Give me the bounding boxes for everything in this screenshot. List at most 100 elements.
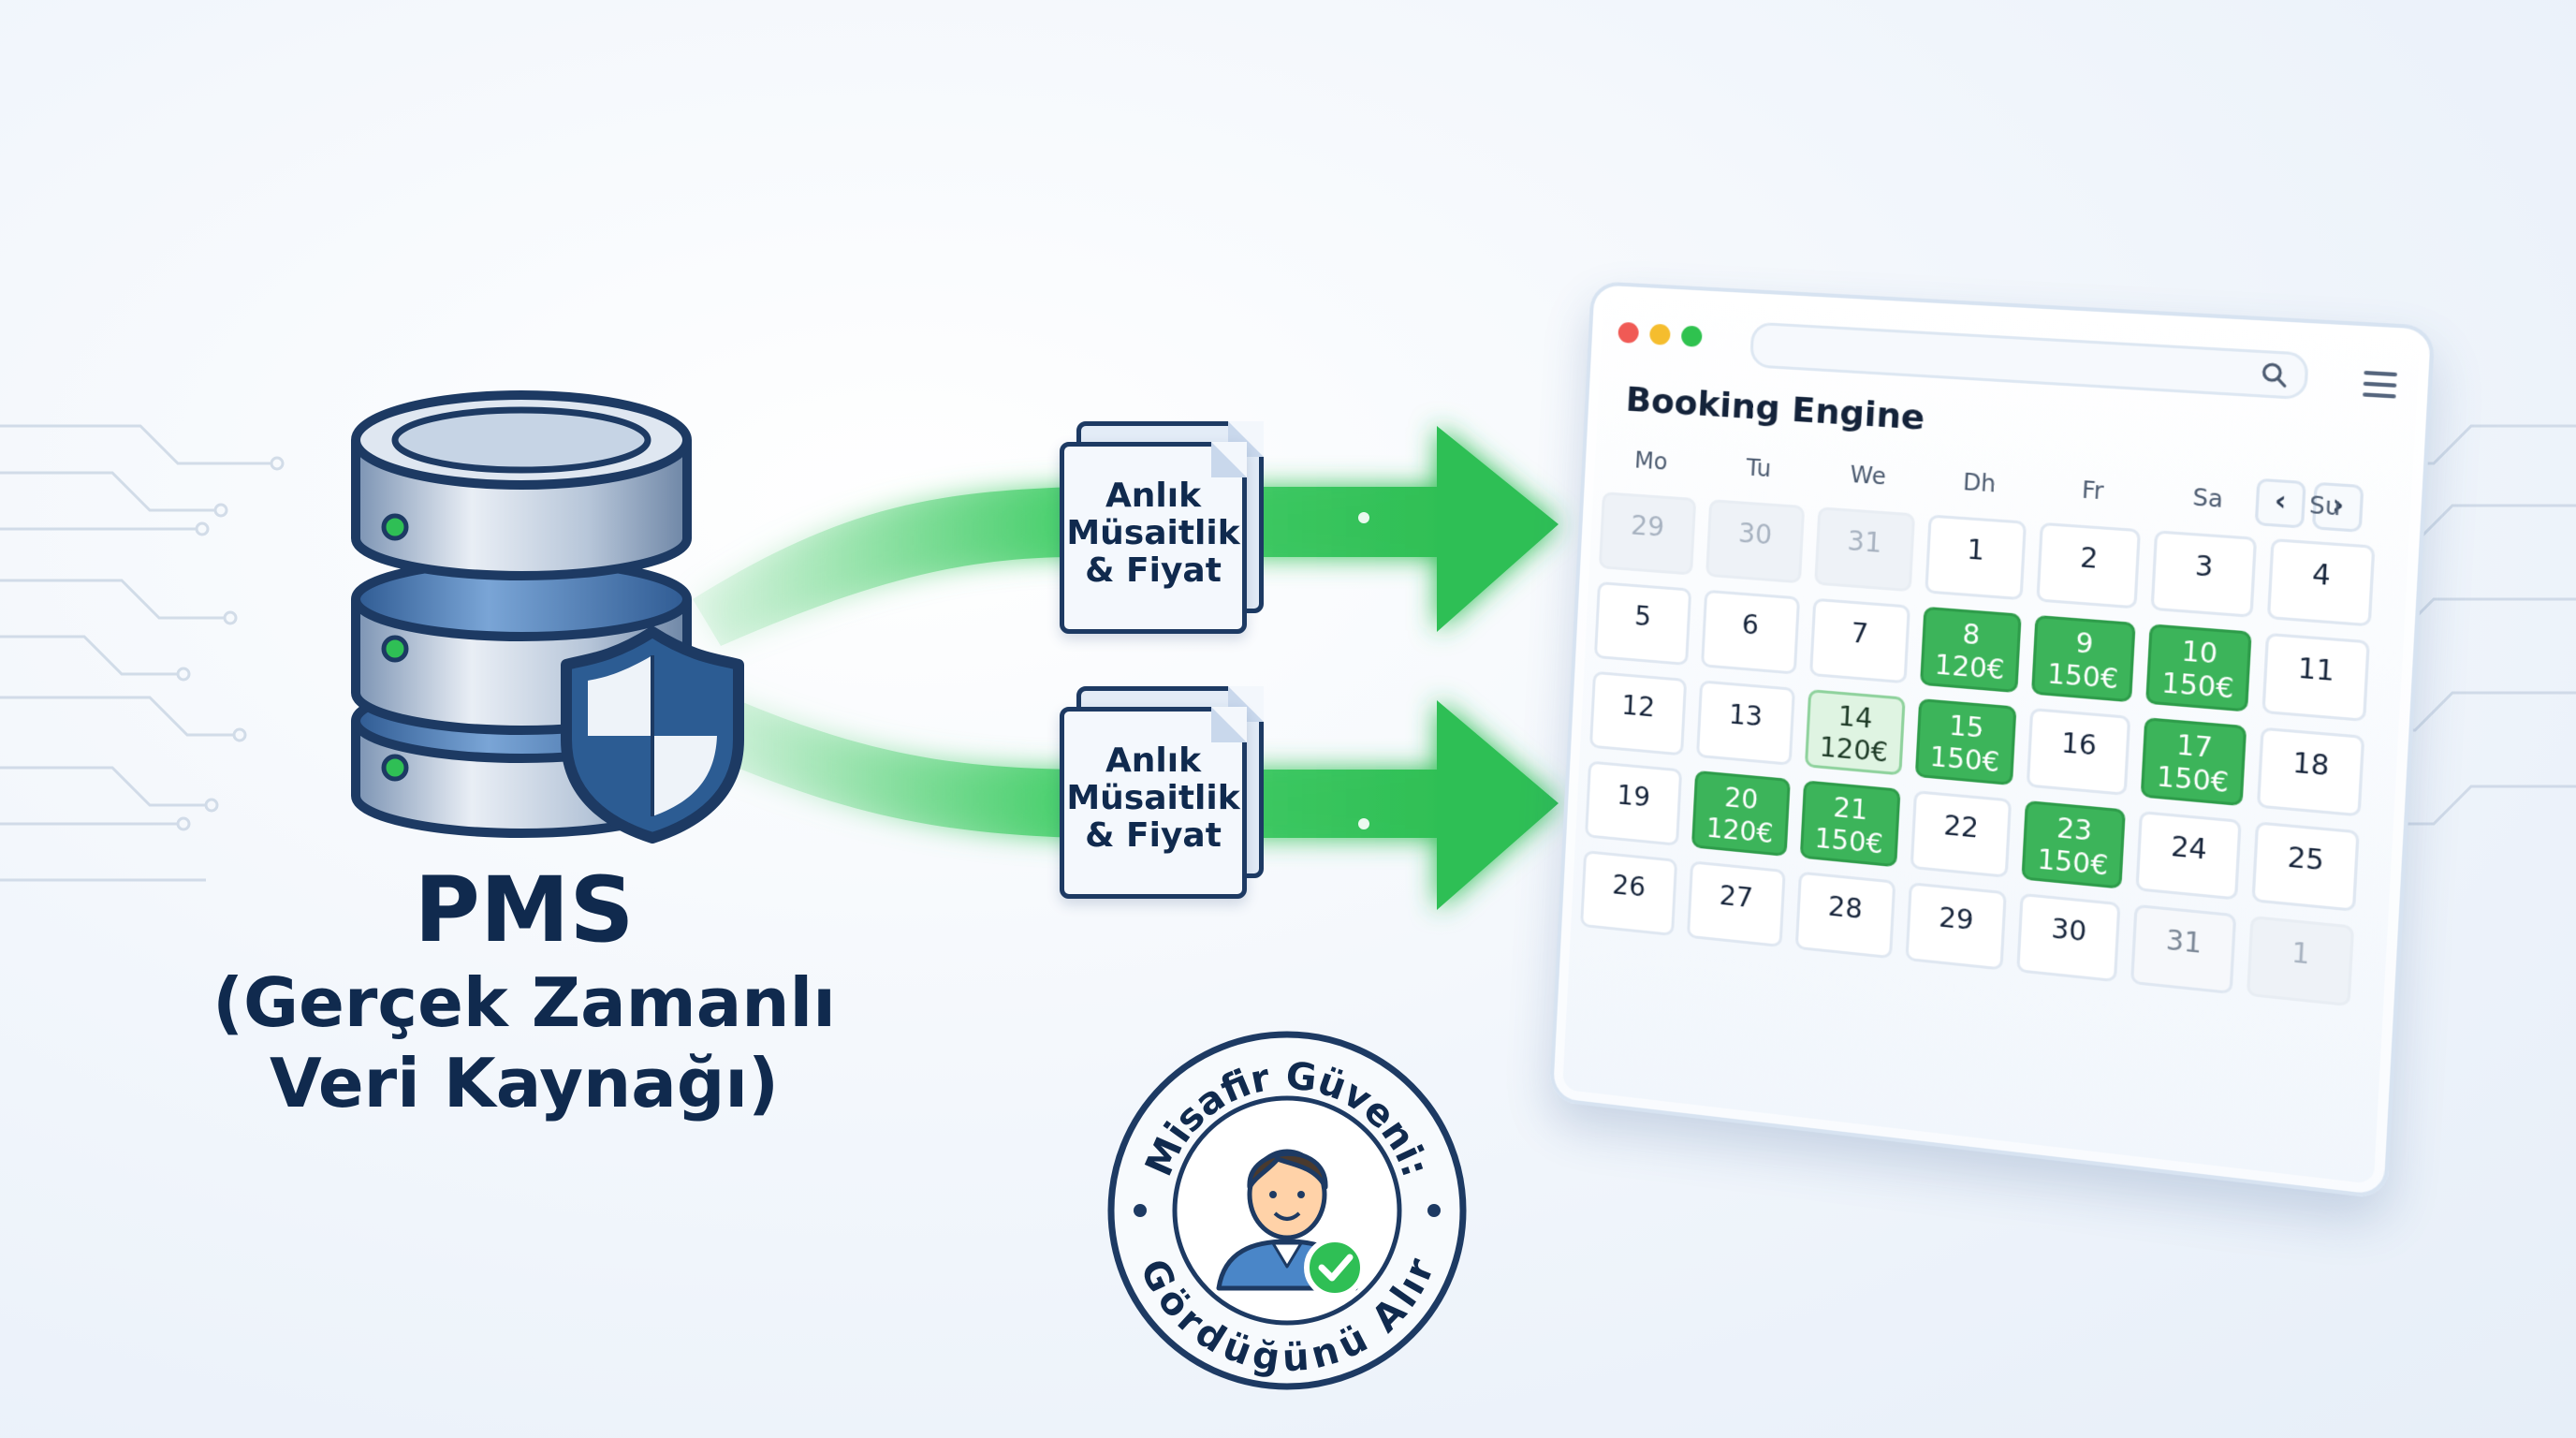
- day-number: 12: [1620, 689, 1656, 724]
- calendar-day-cell[interactable]: 30: [1705, 499, 1805, 584]
- arrow-right-icon: [1437, 426, 1559, 632]
- pms-subtitle-line2: Veri Kaynağı): [270, 1043, 779, 1123]
- day-number: 14: [1837, 699, 1874, 735]
- day-price: 150€: [1813, 822, 1884, 860]
- calendar-day-cell[interactable]: 31: [1813, 506, 1915, 593]
- circuit-left-decoration: [0, 424, 285, 882]
- day-number: 31: [2164, 923, 2203, 961]
- calendar-day-cell[interactable]: 19: [1584, 760, 1683, 846]
- day-number: 2: [2079, 541, 2100, 576]
- booking-engine-title: Booking Engine: [1624, 380, 1926, 438]
- calendar-day-cell[interactable]: 4: [2266, 537, 2376, 627]
- weekday-label: Fr: [2081, 476, 2105, 506]
- pms-label: PMS (Gerçek Zamanlı Veri Kaynağı): [150, 858, 899, 1124]
- day-number: 10: [2180, 635, 2218, 670]
- day-number: 24: [2170, 829, 2208, 866]
- calendar-day-cell[interactable]: 16: [2027, 707, 2131, 797]
- day-number: 17: [2175, 728, 2214, 765]
- calendar-day-cell[interactable]: 22: [1910, 790, 2012, 878]
- day-price: 150€: [2046, 657, 2119, 696]
- day-number: 30: [1737, 517, 1773, 551]
- day-number: 5: [1633, 600, 1652, 633]
- weekday-label: We: [1849, 461, 1887, 491]
- pms-subtitle-line1: (Gerçek Zamanlı: [212, 962, 836, 1042]
- data-document-upper: Anlık Müsaitlik & Fiyat: [1056, 421, 1271, 637]
- window-minimize-dot[interactable]: [1648, 323, 1671, 345]
- weekday-label: Dh: [1962, 468, 1998, 498]
- day-number: 23: [2056, 812, 2094, 847]
- day-price: 150€: [1928, 741, 2001, 779]
- weekday-label: Sa: [2191, 483, 2224, 514]
- day-number: 9: [2074, 626, 2095, 661]
- day-number: 19: [1616, 779, 1651, 814]
- day-number: 18: [2291, 746, 2331, 783]
- day-price: 120€: [1934, 648, 2006, 686]
- day-number: 31: [1846, 524, 1883, 560]
- day-number: 13: [1728, 698, 1764, 733]
- calendar-day-cell[interactable]: 13: [1695, 680, 1795, 766]
- day-number: 4: [2311, 558, 2332, 593]
- day-number: 28: [1827, 890, 1864, 926]
- window-close-dot[interactable]: [1617, 321, 1640, 344]
- day-price: 120€: [1818, 730, 1889, 769]
- calendar-day-cell[interactable]: 11: [2261, 632, 2370, 723]
- day-number: 11: [2296, 652, 2335, 688]
- calendar-day-cell[interactable]: 26: [1580, 850, 1678, 937]
- day-number: 27: [1719, 879, 1754, 915]
- day-number: 21: [1832, 791, 1869, 827]
- menu-icon[interactable]: [2363, 370, 2398, 401]
- calendar-day-cell[interactable]: 31: [2130, 903, 2237, 995]
- calendar-day-cell[interactable]: 12: [1588, 670, 1688, 756]
- calendar-day-cell[interactable]: 29: [1598, 492, 1697, 576]
- calendar-day-cell[interactable]: 30: [2016, 892, 2121, 983]
- pms-subtitle: (Gerçek Zamanlı Veri Kaynağı): [150, 962, 899, 1124]
- calendar-day-cell[interactable]: 25: [2251, 821, 2360, 912]
- day-number: 1: [2291, 936, 2311, 971]
- calendar-day-cell[interactable]: 27: [1686, 860, 1786, 948]
- day-number: 22: [1942, 809, 1980, 844]
- calendar-day-cell[interactable]: 3: [2150, 530, 2258, 618]
- calendar-day-cell[interactable]: 7: [1808, 597, 1910, 684]
- search-icon[interactable]: [2259, 360, 2289, 389]
- calendar-day-cell[interactable]: 29: [1904, 882, 2008, 971]
- calendar-day-cell[interactable]: 1: [1924, 514, 2027, 601]
- weekday-label: Mo: [1633, 447, 1669, 476]
- day-number: 30: [2050, 912, 2088, 948]
- pms-title: PMS: [414, 858, 635, 962]
- day-price: 150€: [2156, 760, 2230, 800]
- day-number: 1: [1966, 533, 1986, 567]
- data-document-lower: Anlık Müsaitlik & Fiyat: [1056, 686, 1271, 902]
- calendar-day-cell[interactable]: 6: [1700, 589, 1800, 675]
- shield-icon: [561, 626, 744, 844]
- calendar-day-cell[interactable]: 2: [2036, 521, 2142, 609]
- calendar-day-cell[interactable]: 1: [2247, 915, 2355, 1007]
- day-number: 29: [1938, 901, 1975, 937]
- calendar-day-cell[interactable]: 24: [2135, 810, 2242, 901]
- calendar-day-cell[interactable]: 5: [1593, 580, 1692, 667]
- address-bar[interactable]: [1749, 321, 2309, 401]
- day-price: 150€: [2160, 667, 2235, 705]
- arrow-right-icon: [1437, 700, 1559, 910]
- day-number: 16: [2060, 726, 2098, 762]
- guest-trust-badge: Misafir Güveni: Gördüğünü Alır: [1107, 1031, 1467, 1390]
- calendar-day-cell[interactable]: 18: [2256, 726, 2365, 817]
- calendar-day-cell[interactable]: 28: [1794, 871, 1895, 960]
- window-maximize-dot[interactable]: [1680, 325, 1703, 347]
- day-number: 15: [1948, 709, 1985, 744]
- database-status-lights: [381, 513, 409, 782]
- document-label: Anlık Müsaitlik & Fiyat: [1066, 477, 1240, 590]
- day-number: 6: [1741, 609, 1760, 641]
- day-number: 8: [1961, 618, 1982, 652]
- day-number: 25: [2286, 841, 2325, 877]
